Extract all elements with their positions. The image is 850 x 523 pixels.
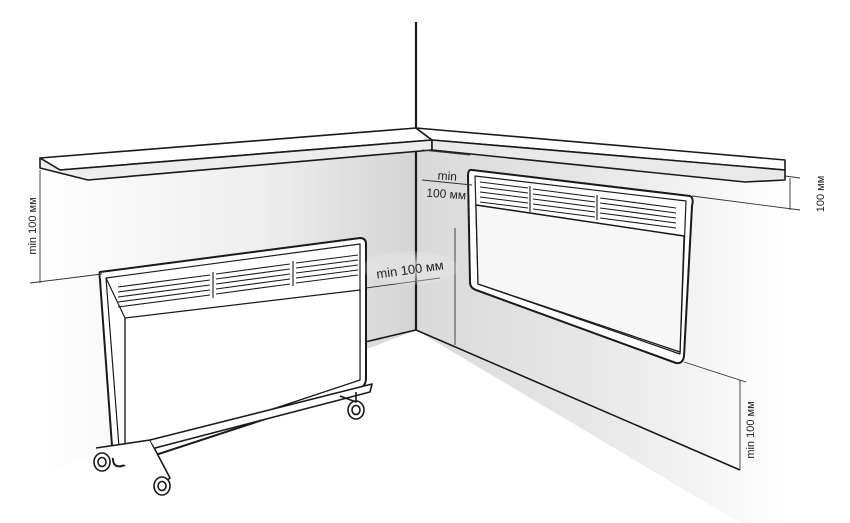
- left-wall-gap-label: min 100 мм: [27, 197, 39, 254]
- floor-heater-grille: [117, 254, 359, 308]
- right-shelf-gap-label: 100 мм: [815, 176, 827, 213]
- wall-heater-grille: [479, 181, 677, 229]
- heater-stand-wheels: [93, 383, 373, 496]
- floor-line: [364, 329, 741, 471]
- top-gap-label-line2: 100 мм: [426, 186, 467, 203]
- window-sill-shelf: [39, 127, 786, 183]
- top-gap-label-line1: min: [437, 168, 457, 183]
- wall-mounted-heater: [467, 168, 694, 365]
- floor-gap-label: min 100 мм: [745, 401, 757, 458]
- floor-standing-heater: [93, 237, 373, 496]
- side-gap-bubble: [362, 251, 458, 285]
